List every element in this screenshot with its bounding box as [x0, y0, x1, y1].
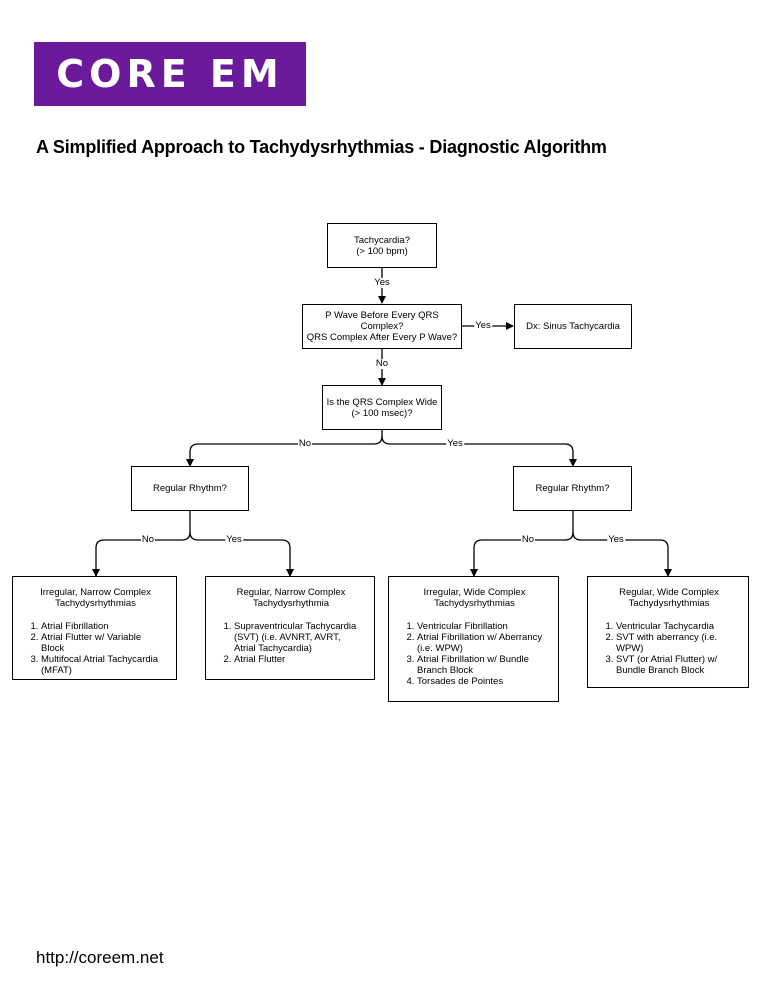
leaf-list: Atrial Fibrillation Atrial Flutter w/ Va…: [25, 621, 166, 676]
leaf-item: Atrial Flutter: [234, 654, 364, 665]
edge-label-wide-right: Yes: [446, 438, 464, 449]
edge-label-right-no: No: [520, 534, 536, 545]
edge-label-left-yes: Yes: [225, 534, 243, 545]
node-pwave-line2: QRS Complex After Every P Wave?: [306, 332, 458, 343]
edge-label-right-yes: Yes: [607, 534, 625, 545]
leaf-title-line2: Tachydysrhythmias: [628, 598, 710, 609]
edge-left-yes: [189, 531, 294, 577]
leaf-list: Ventricular Tachycardia SVT with aberran…: [600, 621, 738, 676]
leaf-title: Regular, Wide Complex Tachydysrhythmias: [600, 587, 738, 609]
leaf-item: Atrial Flutter w/ Variable Block: [41, 632, 166, 654]
leaf-item: SVT (or Atrial Flutter) w/ Bundle Branch…: [616, 654, 738, 676]
leaf-title: Irregular, Wide Complex Tachydysrhythmia…: [401, 587, 548, 609]
leaf-list: Supraventricular Tachycardia (SVT) (i.e.…: [218, 621, 364, 665]
node-qrs-wide: Is the QRS Complex Wide (> 100 msec)?: [322, 385, 442, 430]
leaf-title-line2: Tachydysrhythmias: [434, 598, 515, 609]
leaf-title-line1: Regular, Wide Complex: [619, 587, 719, 598]
leaf-regular-wide: Regular, Wide Complex Tachydysrhythmias …: [587, 576, 749, 688]
node-regular-left-line1: Regular Rhythm?: [153, 483, 227, 494]
leaf-item: Atrial Fibrillation w/ Aberrancy (i.e. W…: [417, 632, 548, 654]
node-sinus-line1: Dx: Sinus Tachycardia: [526, 321, 620, 332]
edge-label-wide-left: No: [297, 438, 313, 449]
edge-wide-left: [186, 429, 383, 467]
node-sinus-tachycardia: Dx: Sinus Tachycardia: [514, 304, 632, 349]
leaf-title-line1: Irregular, Narrow Complex: [40, 587, 151, 598]
node-tachycardia: Tachycardia? (> 100 bpm): [327, 223, 437, 268]
edge-label-tach-pwave: Yes: [373, 277, 391, 288]
node-wide-line2: (> 100 msec)?: [351, 407, 413, 419]
edge-right-yes: [572, 531, 672, 577]
edge-label-pwave-wide: No: [374, 358, 390, 369]
leaf-item: Supraventricular Tachycardia (SVT) (i.e.…: [234, 621, 364, 654]
leaf-item: Ventricular Tachycardia: [616, 621, 738, 632]
leaf-item: Atrial Fibrillation: [41, 621, 166, 632]
edge-label-pwave-sinus: Yes: [474, 320, 492, 331]
leaf-item: Torsades de Pointes: [417, 676, 548, 687]
leaf-title-line1: Regular, Narrow Complex: [236, 587, 346, 598]
leaf-item: Ventricular Fibrillation: [417, 621, 548, 632]
leaf-list: Ventricular Fibrillation Atrial Fibrilla…: [401, 621, 548, 687]
leaf-title-line2: Tachydysrhythmia: [252, 598, 330, 609]
leaf-title: Irregular, Narrow Complex Tachydysrhythm…: [25, 587, 166, 609]
node-pwave: P Wave Before Every QRS Complex? QRS Com…: [302, 304, 462, 349]
logo-text: CORE EM: [56, 52, 284, 96]
leaf-item: Atrial Fibrillation w/ Bundle Branch Blo…: [417, 654, 548, 676]
node-tachycardia-line2: (> 100 bpm): [356, 245, 408, 257]
leaf-irregular-narrow: Irregular, Narrow Complex Tachydysrhythm…: [12, 576, 177, 680]
leaf-regular-narrow: Regular, Narrow Complex Tachydysrhythmia…: [205, 576, 375, 680]
page-title: A Simplified Approach to Tachydysrhythmi…: [36, 137, 607, 157]
edge-wide-right: [381, 435, 577, 467]
node-regular-rhythm-left: Regular Rhythm?: [131, 466, 249, 511]
node-regular-rhythm-right: Regular Rhythm?: [513, 466, 632, 511]
edge-label-left-no: No: [140, 534, 156, 545]
node-wide-line1: Is the QRS Complex Wide: [326, 396, 438, 408]
footer-url-link[interactable]: http://coreem.net: [36, 948, 164, 967]
leaf-item: Multifocal Atrial Tachycardia (MFAT): [41, 654, 166, 676]
node-tachycardia-line1: Tachycardia?: [354, 234, 410, 246]
core-em-logo: CORE EM: [34, 42, 306, 106]
node-regular-right-line1: Regular Rhythm?: [535, 483, 610, 494]
leaf-irregular-wide: Irregular, Wide Complex Tachydysrhythmia…: [388, 576, 559, 702]
node-pwave-line1: P Wave Before Every QRS Complex?: [325, 310, 439, 332]
leaf-item: SVT with aberrancy (i.e. WPW): [616, 632, 738, 654]
leaf-title-line2: Tachydysrhythmias: [55, 598, 136, 609]
leaf-title-line1: Irregular, Wide Complex: [423, 587, 526, 598]
leaf-title: Regular, Narrow Complex Tachydysrhythmia: [218, 587, 364, 609]
